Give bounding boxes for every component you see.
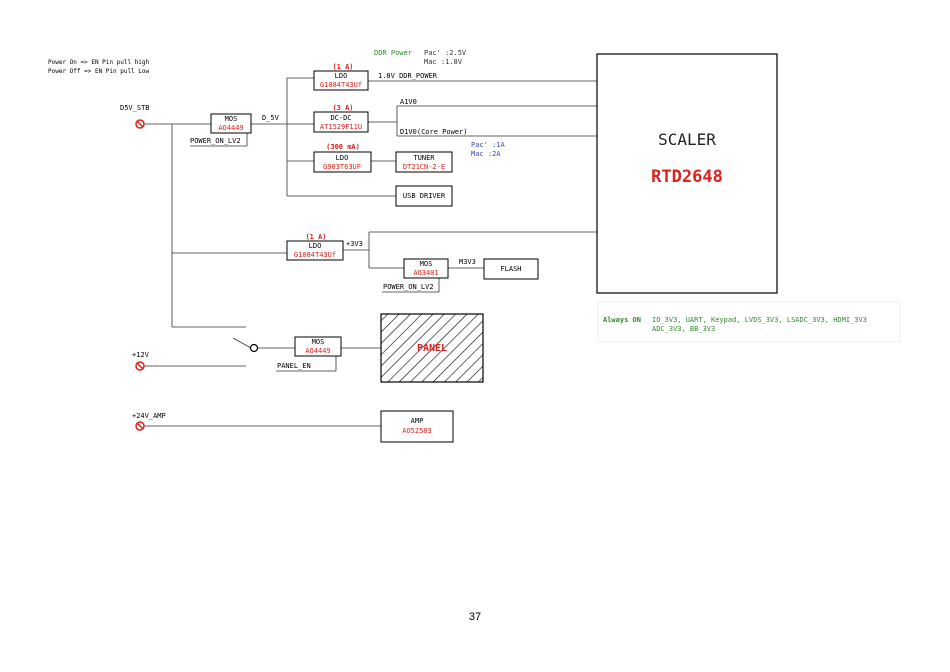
always-on-line1: IO_3V3, UART, Keypad, LVDS_3V3, LSADC_3V… [652, 316, 867, 324]
page-number: 37 [469, 611, 481, 623]
terminal-d5v-stb [135, 119, 145, 129]
ldo-tuner-title: LDO [336, 154, 349, 162]
tuner-title: TUNER [413, 154, 435, 162]
flash-title: FLASH [500, 265, 521, 273]
tuner-block: TUNER DT21CN-2-E [395, 151, 453, 173]
mos-flash-part: AO3401 [413, 269, 438, 277]
ldo-3v3-title: LDO [309, 242, 322, 250]
mos-main-title: MOS [225, 115, 238, 123]
ldo-3v3-current: (1 A) [305, 233, 326, 241]
core-note-pac: Pac' :1A [471, 141, 506, 149]
switch-pivot [249, 343, 259, 353]
mos-flash-title: MOS [420, 260, 433, 268]
ldo-ddr-current: (1 A) [332, 63, 353, 71]
ddr-power-label: DDR Power [374, 49, 412, 57]
mos-panel-enable: PANEL_EN [277, 362, 311, 370]
always-on-note: Always ON IO_3V3, UART, Keypad, LVDS_3V3… [597, 301, 901, 343]
ldo-ddr-title: LDO [335, 72, 348, 80]
rail-3v3: +3V3 [346, 240, 363, 248]
amp-part: AO52583 [402, 427, 432, 435]
ldo-tuner-part: G903T63UF [323, 163, 361, 171]
rail-a1v0: A1V0 [400, 98, 417, 106]
panel-title: PANEL [417, 343, 447, 354]
rail-m3v3: M3V3 [459, 258, 476, 266]
ldo-3v3-block: LDO G1084T43Uf [286, 240, 344, 261]
mos-main-enable: POWER_ON_LV2 [190, 137, 241, 145]
ddr-power-mac: Mac :1.8V [424, 58, 463, 66]
usb-driver-block: USB DRIVER [395, 185, 453, 207]
scaler-block: SCALER RTD2648 [596, 53, 778, 294]
mos-main-block: MOS AO4449 [210, 113, 252, 134]
flash-block: FLASH [483, 258, 539, 280]
dcdc-current: (3 A) [332, 104, 353, 112]
mos-flash-enable: POWER_ON_LV2 [383, 283, 434, 291]
mos-panel-block: MOS AO4449 [294, 336, 342, 357]
rail-d5v-stb: D5V_STB [120, 104, 150, 112]
wires [144, 77, 597, 427]
terminal-24v-amp [135, 421, 145, 431]
ldo-ddr-block: LDO G1084T43Uf [313, 70, 369, 91]
ldo-3v3-part: G1084T43Uf [294, 251, 336, 259]
rail-d-5v: D_5V [262, 114, 280, 122]
amp-block: AMP AO52583 [380, 410, 454, 443]
rail-ddr-power: 1.8V DDR_POWER [378, 72, 438, 80]
dcdc-block: DC-DC AT1529F11U [313, 111, 369, 133]
note-power-off: Power Off => EN Pin pull Low [48, 68, 150, 75]
core-note-mac: Mac :2A [471, 150, 501, 158]
rail-12v: +12V [132, 351, 150, 359]
mos-flash-block: MOS AO3401 [403, 258, 449, 279]
mos-main-part: AO4449 [218, 124, 243, 132]
ldo-tuner-block: LDO G903T63UF [313, 151, 372, 173]
ddr-power-pac: Pac' :2.5V [424, 49, 467, 57]
ldo-ddr-part: G1084T43Uf [320, 81, 362, 89]
always-on-label: Always ON [603, 316, 641, 324]
panel-block: PANEL [380, 313, 484, 383]
mos-panel-part: AO4449 [305, 347, 330, 355]
rail-d1v0: D1V0(Core Power) [400, 128, 467, 136]
tuner-part: DT21CN-2-E [403, 163, 445, 171]
mos-panel-title: MOS [312, 338, 325, 346]
note-power-on: Power On => EN Pin pull high [48, 59, 150, 66]
scaler-part: RTD2648 [651, 167, 723, 187]
amp-title: AMP [411, 417, 424, 425]
scaler-title: SCALER [658, 130, 716, 149]
always-on-line2: ADC_3V3, BB_3V3 [652, 325, 715, 333]
dcdc-title: DC-DC [330, 114, 351, 122]
ldo-tuner-current: (300 mA) [326, 143, 360, 151]
dcdc-part: AT1529F11U [320, 123, 362, 131]
usb-driver-title: USB DRIVER [403, 192, 446, 200]
rail-24v-amp: +24V_AMP [132, 412, 166, 420]
terminal-12v [135, 361, 145, 371]
